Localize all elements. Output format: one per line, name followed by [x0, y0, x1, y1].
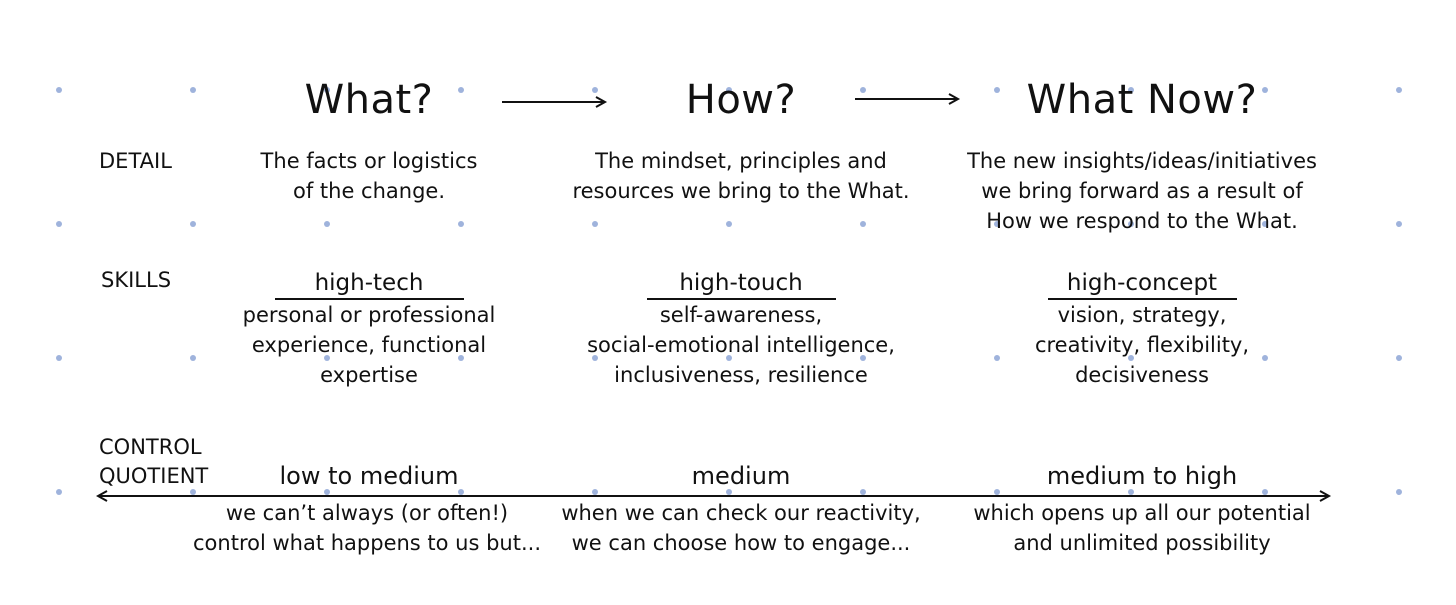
- control-text-how: when we can check our reactivity, we can…: [561, 498, 920, 558]
- grid-dot: [994, 87, 1000, 93]
- skill-line: self-awareness,: [659, 303, 823, 327]
- control-level-what-now: medium to high: [1046, 462, 1238, 490]
- skill-underline: [1048, 298, 1237, 300]
- grid-dot: [592, 87, 598, 93]
- grid-dot: [190, 355, 196, 361]
- detail-line: resources we bring to the What.: [572, 179, 910, 203]
- grid-dot: [860, 355, 866, 361]
- grid-dot: [1396, 221, 1402, 227]
- control-level-what: low to medium: [279, 462, 459, 490]
- grid-dot: [726, 489, 732, 495]
- skill-line: vision, strategy,: [1057, 303, 1227, 327]
- grid-dot: [994, 221, 1000, 227]
- grid-dot: [458, 87, 464, 93]
- control-level-how: medium: [691, 462, 791, 490]
- row-label-control-line: CONTROL: [99, 435, 202, 459]
- skill-title-how: high-touch: [679, 270, 803, 296]
- row-label-detail: DETAIL: [99, 149, 172, 173]
- grid-dot: [1396, 87, 1402, 93]
- grid-dot: [458, 355, 464, 361]
- skill-title-what: high-tech: [314, 270, 424, 296]
- grid-dot: [1128, 87, 1134, 93]
- grid-dot: [324, 221, 330, 227]
- arrow-right-icon: [502, 96, 608, 108]
- control-line: which opens up all our potential: [973, 501, 1311, 525]
- heading-how: How?: [685, 77, 797, 123]
- detail-line: The mindset, principles and: [595, 149, 887, 173]
- grid-dot: [994, 355, 1000, 361]
- grid-dot: [860, 221, 866, 227]
- skill-line: inclusiveness, resilience: [614, 363, 868, 387]
- skill-line: social-emotional intelligence,: [587, 333, 895, 357]
- skill-underline: [647, 298, 836, 300]
- grid-dot: [592, 355, 598, 361]
- control-scale-double-arrow-icon: [96, 490, 1332, 502]
- grid-dot: [726, 221, 732, 227]
- grid-dot: [1128, 489, 1134, 495]
- control-text-what: we can’t always (or often!) control what…: [193, 498, 541, 558]
- skill-text-how: self-awareness, social-emotional intelli…: [587, 300, 895, 390]
- grid-dot: [994, 489, 1000, 495]
- skill-text-what-now: vision, strategy, creativity, flexibilit…: [1035, 300, 1249, 390]
- grid-dot: [726, 355, 732, 361]
- skill-underline: [275, 298, 464, 300]
- grid-dot: [592, 221, 598, 227]
- control-text-what-now: which opens up all our potential and unl…: [973, 498, 1310, 558]
- detail-text-what: The facts or logistics of the change.: [261, 146, 478, 206]
- grid-dot: [458, 221, 464, 227]
- grid-dot: [860, 489, 866, 495]
- grid-dot: [860, 87, 866, 93]
- grid-dot: [56, 221, 62, 227]
- grid-dot: [1128, 355, 1134, 361]
- heading-what-now: What Now?: [1026, 77, 1258, 123]
- grid-dot: [324, 489, 330, 495]
- grid-dot: [190, 489, 196, 495]
- skill-title-what-now: high-concept: [1066, 270, 1218, 296]
- control-line: we can choose how to engage...: [571, 531, 911, 555]
- control-line: when we can check our reactivity,: [561, 501, 921, 525]
- detail-line: of the change.: [292, 179, 446, 203]
- arrow-right-icon: [855, 93, 961, 105]
- skill-line: decisiveness: [1075, 363, 1209, 387]
- grid-dot: [1128, 221, 1134, 227]
- detail-line: How we respond to the What.: [986, 209, 1298, 233]
- grid-dot: [1262, 221, 1268, 227]
- skill-text-what: personal or professional experience, fun…: [243, 300, 496, 390]
- grid-dot: [324, 355, 330, 361]
- detail-line: The new insights/ideas/initiatives: [967, 149, 1317, 173]
- control-line: control what happens to us but...: [193, 531, 541, 555]
- grid-dot: [592, 489, 598, 495]
- grid-dot: [56, 87, 62, 93]
- skill-line: experience, functional: [251, 333, 487, 357]
- grid-dot: [324, 87, 330, 93]
- detail-text-how: The mindset, principles and resources we…: [572, 146, 909, 206]
- grid-dot: [190, 87, 196, 93]
- heading-what: What?: [304, 77, 434, 123]
- grid-dot: [726, 87, 732, 93]
- grid-dot: [458, 489, 464, 495]
- grid-dot: [56, 355, 62, 361]
- skill-line: creativity, flexibility,: [1034, 333, 1250, 357]
- row-label-control: CONTROL QUOTIENT: [99, 433, 208, 491]
- grid-dot: [1262, 355, 1268, 361]
- grid-dot: [1396, 489, 1402, 495]
- detail-line: we bring forward as a result of: [981, 179, 1303, 203]
- row-label-skills: SKILLS: [101, 268, 172, 292]
- row-label-control-line: QUOTIENT: [99, 464, 209, 488]
- grid-dot: [1262, 489, 1268, 495]
- control-line: we can’t always (or often!): [225, 501, 509, 525]
- grid-dot: [1262, 87, 1268, 93]
- control-line: and unlimited possibility: [1013, 531, 1271, 555]
- skill-line: personal or professional: [242, 303, 496, 327]
- detail-text-what-now: The new insights/ideas/initiatives we br…: [967, 146, 1317, 236]
- detail-line: The facts or logistics: [260, 149, 478, 173]
- skill-line: expertise: [320, 363, 418, 387]
- grid-dot: [56, 489, 62, 495]
- grid-dot: [1396, 355, 1402, 361]
- grid-dot: [190, 221, 196, 227]
